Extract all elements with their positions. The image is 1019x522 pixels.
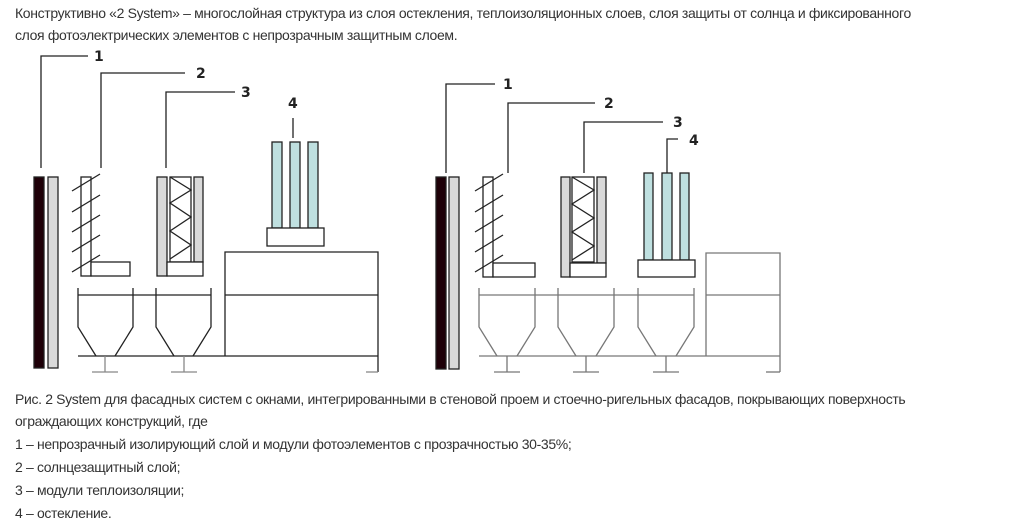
left-diagram — [33, 55, 379, 373]
intro-text-line-1: Конструктивно «2 System» – многослойная … — [15, 5, 911, 21]
insulation-module — [156, 176, 204, 277]
right-diagram — [435, 83, 781, 373]
base-structure — [478, 252, 781, 373]
caption-line-1: Рис. 2 System для фасадных систем с окна… — [15, 391, 906, 407]
leader-1 — [445, 83, 495, 173]
right-label-1: 1 — [503, 77, 513, 93]
base-structure — [77, 251, 379, 373]
left-label-4: 4 — [288, 96, 298, 112]
right-label-4: 4 — [689, 133, 699, 149]
leader-2 — [100, 72, 185, 168]
pv-opaque-layer — [33, 176, 45, 369]
pv-gray-layer — [47, 176, 59, 369]
sun-protection-layer — [71, 173, 131, 277]
legend-item-2: 2 – солнцезащитный слой; — [15, 459, 181, 475]
leader-3 — [583, 121, 663, 173]
legend-item-1: 1 – непрозрачный изолирующий слой и моду… — [15, 436, 572, 452]
right-label-2: 2 — [604, 96, 614, 112]
glazing — [266, 141, 325, 247]
facade-system-diagram: 1 2 3 4 — [33, 49, 781, 373]
insulation-module — [560, 176, 607, 278]
left-label-1: 1 — [94, 49, 104, 65]
intro-text-line-2: слоя фотоэлектрических элементов с непро… — [15, 27, 458, 43]
pv-gray-layer — [448, 176, 460, 370]
left-label-3: 3 — [241, 85, 251, 101]
glazing — [637, 172, 696, 278]
pv-opaque-layer — [435, 176, 447, 370]
caption-line-2: ограждающих конструкций, где — [15, 413, 208, 429]
leader-2 — [507, 102, 595, 173]
right-label-3: 3 — [673, 115, 683, 131]
leader-1 — [40, 55, 88, 168]
sun-protection-layer — [474, 173, 536, 278]
legend-item-4: 4 – остекление. — [15, 505, 112, 521]
legend-item-3: 3 – модули теплоизоляции; — [15, 482, 185, 498]
leader-4 — [666, 138, 678, 173]
leader-3 — [165, 91, 235, 168]
left-label-2: 2 — [196, 66, 206, 82]
